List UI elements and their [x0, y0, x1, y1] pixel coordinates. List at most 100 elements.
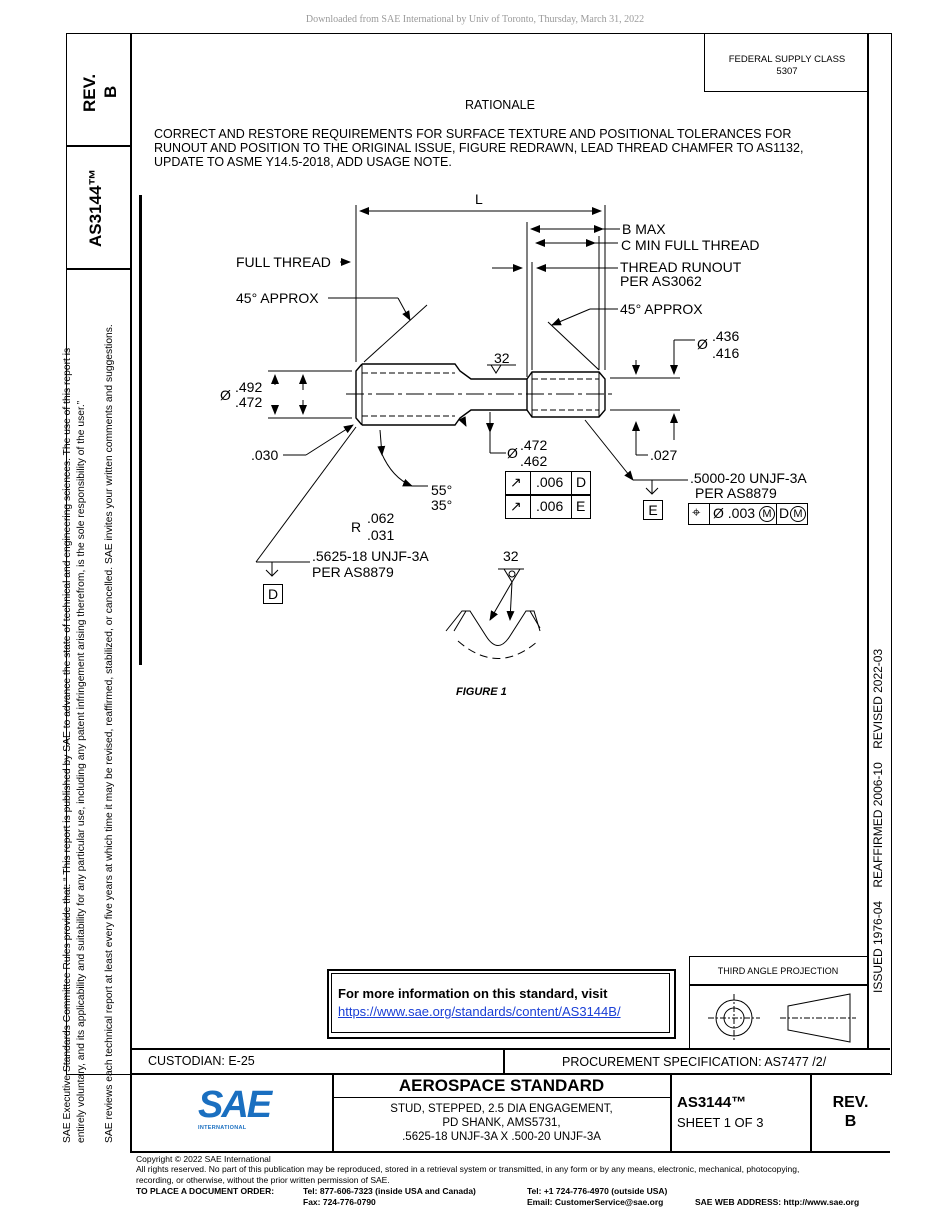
- info-box-inner: [331, 973, 670, 1033]
- rationale-line-3: UPDATE TO ASME Y14.5-2018, ADD USAGE NOT…: [154, 155, 452, 169]
- info-line: For more information on this standard, v…: [338, 986, 608, 1001]
- thread-large-2: PER AS8879: [312, 564, 394, 580]
- finish-32-detail: 32: [503, 548, 519, 564]
- runout-frame-1: ↗ .006 D: [505, 471, 591, 495]
- issue-dates: ISSUED 1976-04 REAFFIRMED 2006-10 REVISE…: [871, 648, 885, 993]
- standard-type: AEROSPACE STANDARD: [398, 1076, 605, 1095]
- title-block-bottom: [130, 1151, 890, 1153]
- dim-L: L: [475, 191, 483, 207]
- title-block-top: [130, 1048, 890, 1050]
- runout-datum-1: D: [576, 474, 587, 490]
- federal-supply-value: 5307: [776, 66, 798, 77]
- dim-C-min: C MIN FULL THREAD: [621, 237, 760, 253]
- radius-2: .031: [367, 527, 395, 543]
- desc-line-2: PD SHANK, AMS5731,: [442, 1117, 561, 1129]
- sae-logo-text: SAE: [198, 1084, 272, 1126]
- dim-B-max: B MAX: [622, 221, 666, 237]
- title-rev-label: REV.: [832, 1094, 869, 1111]
- email: Email: CustomerService@sae.org: [527, 1197, 664, 1207]
- title-desc-divider: [670, 1073, 672, 1151]
- datum-D-box: D: [263, 584, 283, 604]
- rights-line-1: All rights reserved. No part of this pub…: [136, 1164, 800, 1174]
- tel-usa: Tel: 877-606-7323 (inside USA and Canada…: [303, 1186, 476, 1196]
- datum-E-box: E: [643, 500, 663, 520]
- runout-icon: ↗: [510, 498, 522, 514]
- doc-number: AS3144™: [677, 1094, 747, 1111]
- angle-55: 55°: [431, 482, 453, 498]
- thread-runout-2: PER AS3062: [620, 273, 702, 289]
- runout-tol-2: .006: [536, 498, 564, 514]
- figure-caption: FIGURE 1: [456, 686, 507, 698]
- stud-drawing: [255, 205, 695, 659]
- rationale-line-2: RUNOUT AND POSITION TO THE ORIGINAL ISSU…: [154, 141, 804, 155]
- sheet-number: SHEET 1 OF 3: [677, 1115, 764, 1130]
- third-angle-symbol-icon: [708, 993, 856, 1043]
- fax: Fax: 724-776-0790: [303, 1197, 376, 1207]
- title-rev-value: B: [844, 1113, 857, 1130]
- tel-outside: Tel: +1 724-776-4970 (outside USA): [527, 1186, 668, 1196]
- procurement-spec: PROCUREMENT SPECIFICATION: AS7477 /2/: [562, 1055, 827, 1069]
- desc-line-1: STUD, STEPPED, 2.5 DIA ENGAGEMENT,: [390, 1103, 613, 1115]
- federal-supply-label: FEDERAL SUPPLY CLASS: [728, 54, 846, 65]
- title-type-underline: [332, 1097, 670, 1098]
- copyright: Copyright © 2022 SAE International: [136, 1154, 271, 1164]
- full-thread-label: FULL THREAD: [236, 254, 331, 270]
- projection-divider: [689, 984, 867, 986]
- chamfer-right: .027: [650, 447, 678, 463]
- thread-small-1: .5000-20 UNJF-3A: [690, 470, 807, 486]
- position-datum: D: [779, 505, 790, 521]
- custodian-divider: [503, 1048, 505, 1073]
- change-bar: [139, 195, 142, 665]
- approx-left: 45° APPROX: [236, 290, 319, 306]
- web-address: SAE WEB ADDRESS: http://www.sae.org: [695, 1197, 860, 1207]
- rights-line-2: recording, or otherwise, without the pri…: [136, 1175, 390, 1185]
- thread-large-1: .5625-18 UNJF-3A: [312, 548, 429, 564]
- left-strip-divider: [130, 33, 132, 1048]
- chamfer-left: .030: [251, 447, 279, 463]
- frame-bottom-left: [130, 1048, 132, 1152]
- thread-small-2: PER AS8879: [695, 485, 777, 501]
- dia-large-1: .492: [235, 379, 263, 395]
- shank-dia-sym: Ø: [507, 445, 518, 461]
- finish-32: 32: [494, 350, 510, 366]
- radius-label: R: [351, 519, 362, 535]
- standard-link[interactable]: https://www.sae.org/standards/content/AS…: [338, 1004, 621, 1019]
- approx-right: 45° APPROX: [620, 301, 703, 317]
- position-tol: Ø .003: [713, 505, 756, 521]
- sae-logo: SAE INTERNATIONAL: [198, 1084, 272, 1135]
- federal-supply-box: [704, 33, 869, 92]
- page-frame: [66, 33, 892, 1075]
- shank-dia-2: .462: [520, 453, 548, 469]
- dia-small-sym: Ø: [697, 336, 708, 352]
- custodian: CUSTODIAN: E-25: [148, 1054, 255, 1068]
- info-box: [327, 969, 676, 1039]
- angle-35: 35°: [431, 497, 453, 513]
- sae-logo-sub: INTERNATIONAL: [198, 1125, 247, 1131]
- rationale-line-1: CORRECT AND RESTORE REQUIREMENTS FOR SUR…: [154, 127, 792, 141]
- dia-small-1: .436: [712, 328, 740, 344]
- position-datum-mod: M: [790, 506, 806, 522]
- projection-box: [689, 956, 868, 1049]
- right-strip-divider: [867, 33, 869, 1048]
- dia-large-sym: Ø: [220, 387, 231, 403]
- rationale-title: RATIONALE: [465, 98, 535, 112]
- title-block-mid: [130, 1073, 890, 1075]
- title-rev-divider: [810, 1073, 812, 1151]
- order-label: TO PLACE A DOCUMENT ORDER:: [136, 1186, 275, 1196]
- position-mod: M: [759, 506, 775, 522]
- download-note: Downloaded from SAE International by Uni…: [305, 14, 645, 25]
- radius-1: .062: [367, 510, 395, 526]
- runout-datum-2: E: [576, 498, 586, 514]
- title-logo-divider: [332, 1073, 334, 1151]
- left-strip-h1: [66, 145, 131, 147]
- runout-icon: ↗: [510, 474, 522, 490]
- desc-line-3: .5625-18 UNJF-3A X .500-20 UNJF-3A: [402, 1131, 601, 1143]
- dia-small-2: .416: [712, 345, 740, 361]
- thread-runout-1: THREAD RUNOUT: [620, 259, 742, 275]
- position-icon: ⌖: [692, 504, 701, 521]
- projection-label: THIRD ANGLE PROJECTION: [717, 966, 839, 976]
- left-strip-h2: [66, 268, 131, 270]
- runout-tol-1: .006: [536, 474, 564, 490]
- dia-large-2: .472: [235, 394, 263, 410]
- position-frame: ⌖ Ø .003 M D M: [688, 503, 808, 525]
